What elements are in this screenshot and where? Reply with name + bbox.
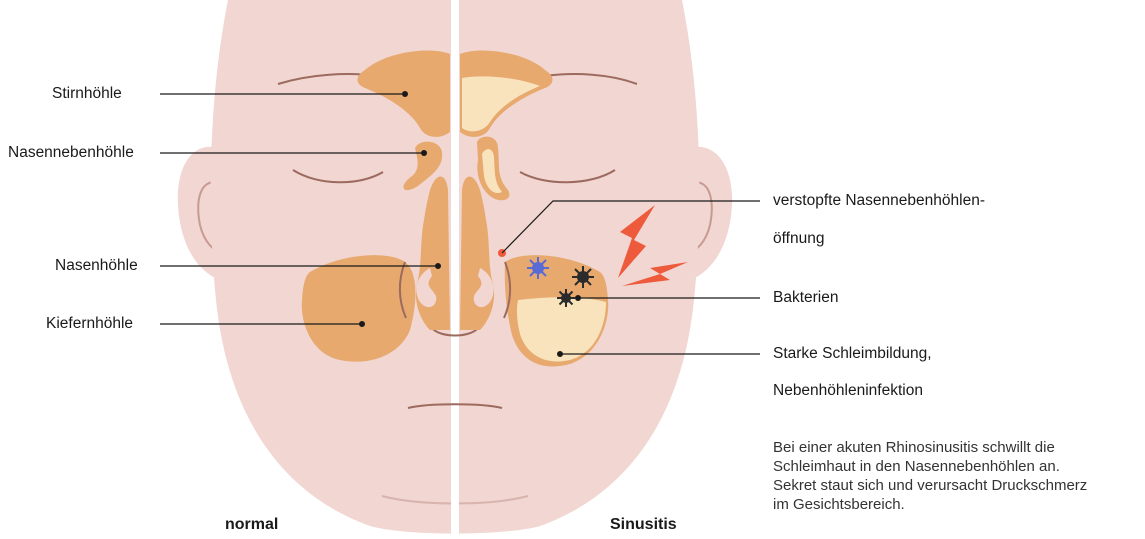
label-schleim-line1: Starke Schleimbildung, — [773, 344, 932, 364]
bacteria-icon — [557, 289, 575, 307]
label-verstopft-line1: verstopfte Nasennebenhöhlen- — [773, 191, 985, 211]
label-verstopft-line2: öffnung — [773, 229, 824, 249]
leader-dot — [435, 263, 441, 269]
bacteria-icon — [527, 257, 549, 279]
leader-dot — [359, 321, 365, 327]
label-schleim-line2: Nebenhöhleninfektion — [773, 381, 923, 401]
leader-dot — [421, 150, 427, 156]
center-divider — [451, 0, 459, 539]
caption-normal: normal — [225, 516, 278, 534]
description-line: Bei einer akuten Rhinosinusitis schwillt… — [773, 438, 1145, 457]
label-nasenhoehle: Nasenhöhle — [55, 256, 138, 276]
label-kieferhoehle: Kiefernhöhle — [46, 314, 133, 334]
description-line: Schleimhaut in den Nasennebenhöhlen an. — [773, 457, 1145, 476]
description-line: Sekret staut sich und verursacht Drucksc… — [773, 476, 1145, 495]
leader-dot — [575, 295, 581, 301]
bacteria-icon — [572, 266, 594, 288]
label-bakterien: Bakterien — [773, 288, 838, 308]
leader-dot — [402, 91, 408, 97]
caption-sinusitis: Sinusitis — [610, 516, 677, 534]
label-nasennebenhoehle: Nasennebenhöhle — [8, 143, 134, 163]
description-text: Bei einer akuten Rhinosinusitis schwillt… — [773, 438, 1145, 514]
description-line: im Gesichtsbereich. — [773, 495, 1145, 514]
leader-dot — [557, 351, 563, 357]
label-stirnhoehle: Stirnhöhle — [52, 84, 122, 104]
maxillary-sinus-left — [302, 255, 416, 361]
